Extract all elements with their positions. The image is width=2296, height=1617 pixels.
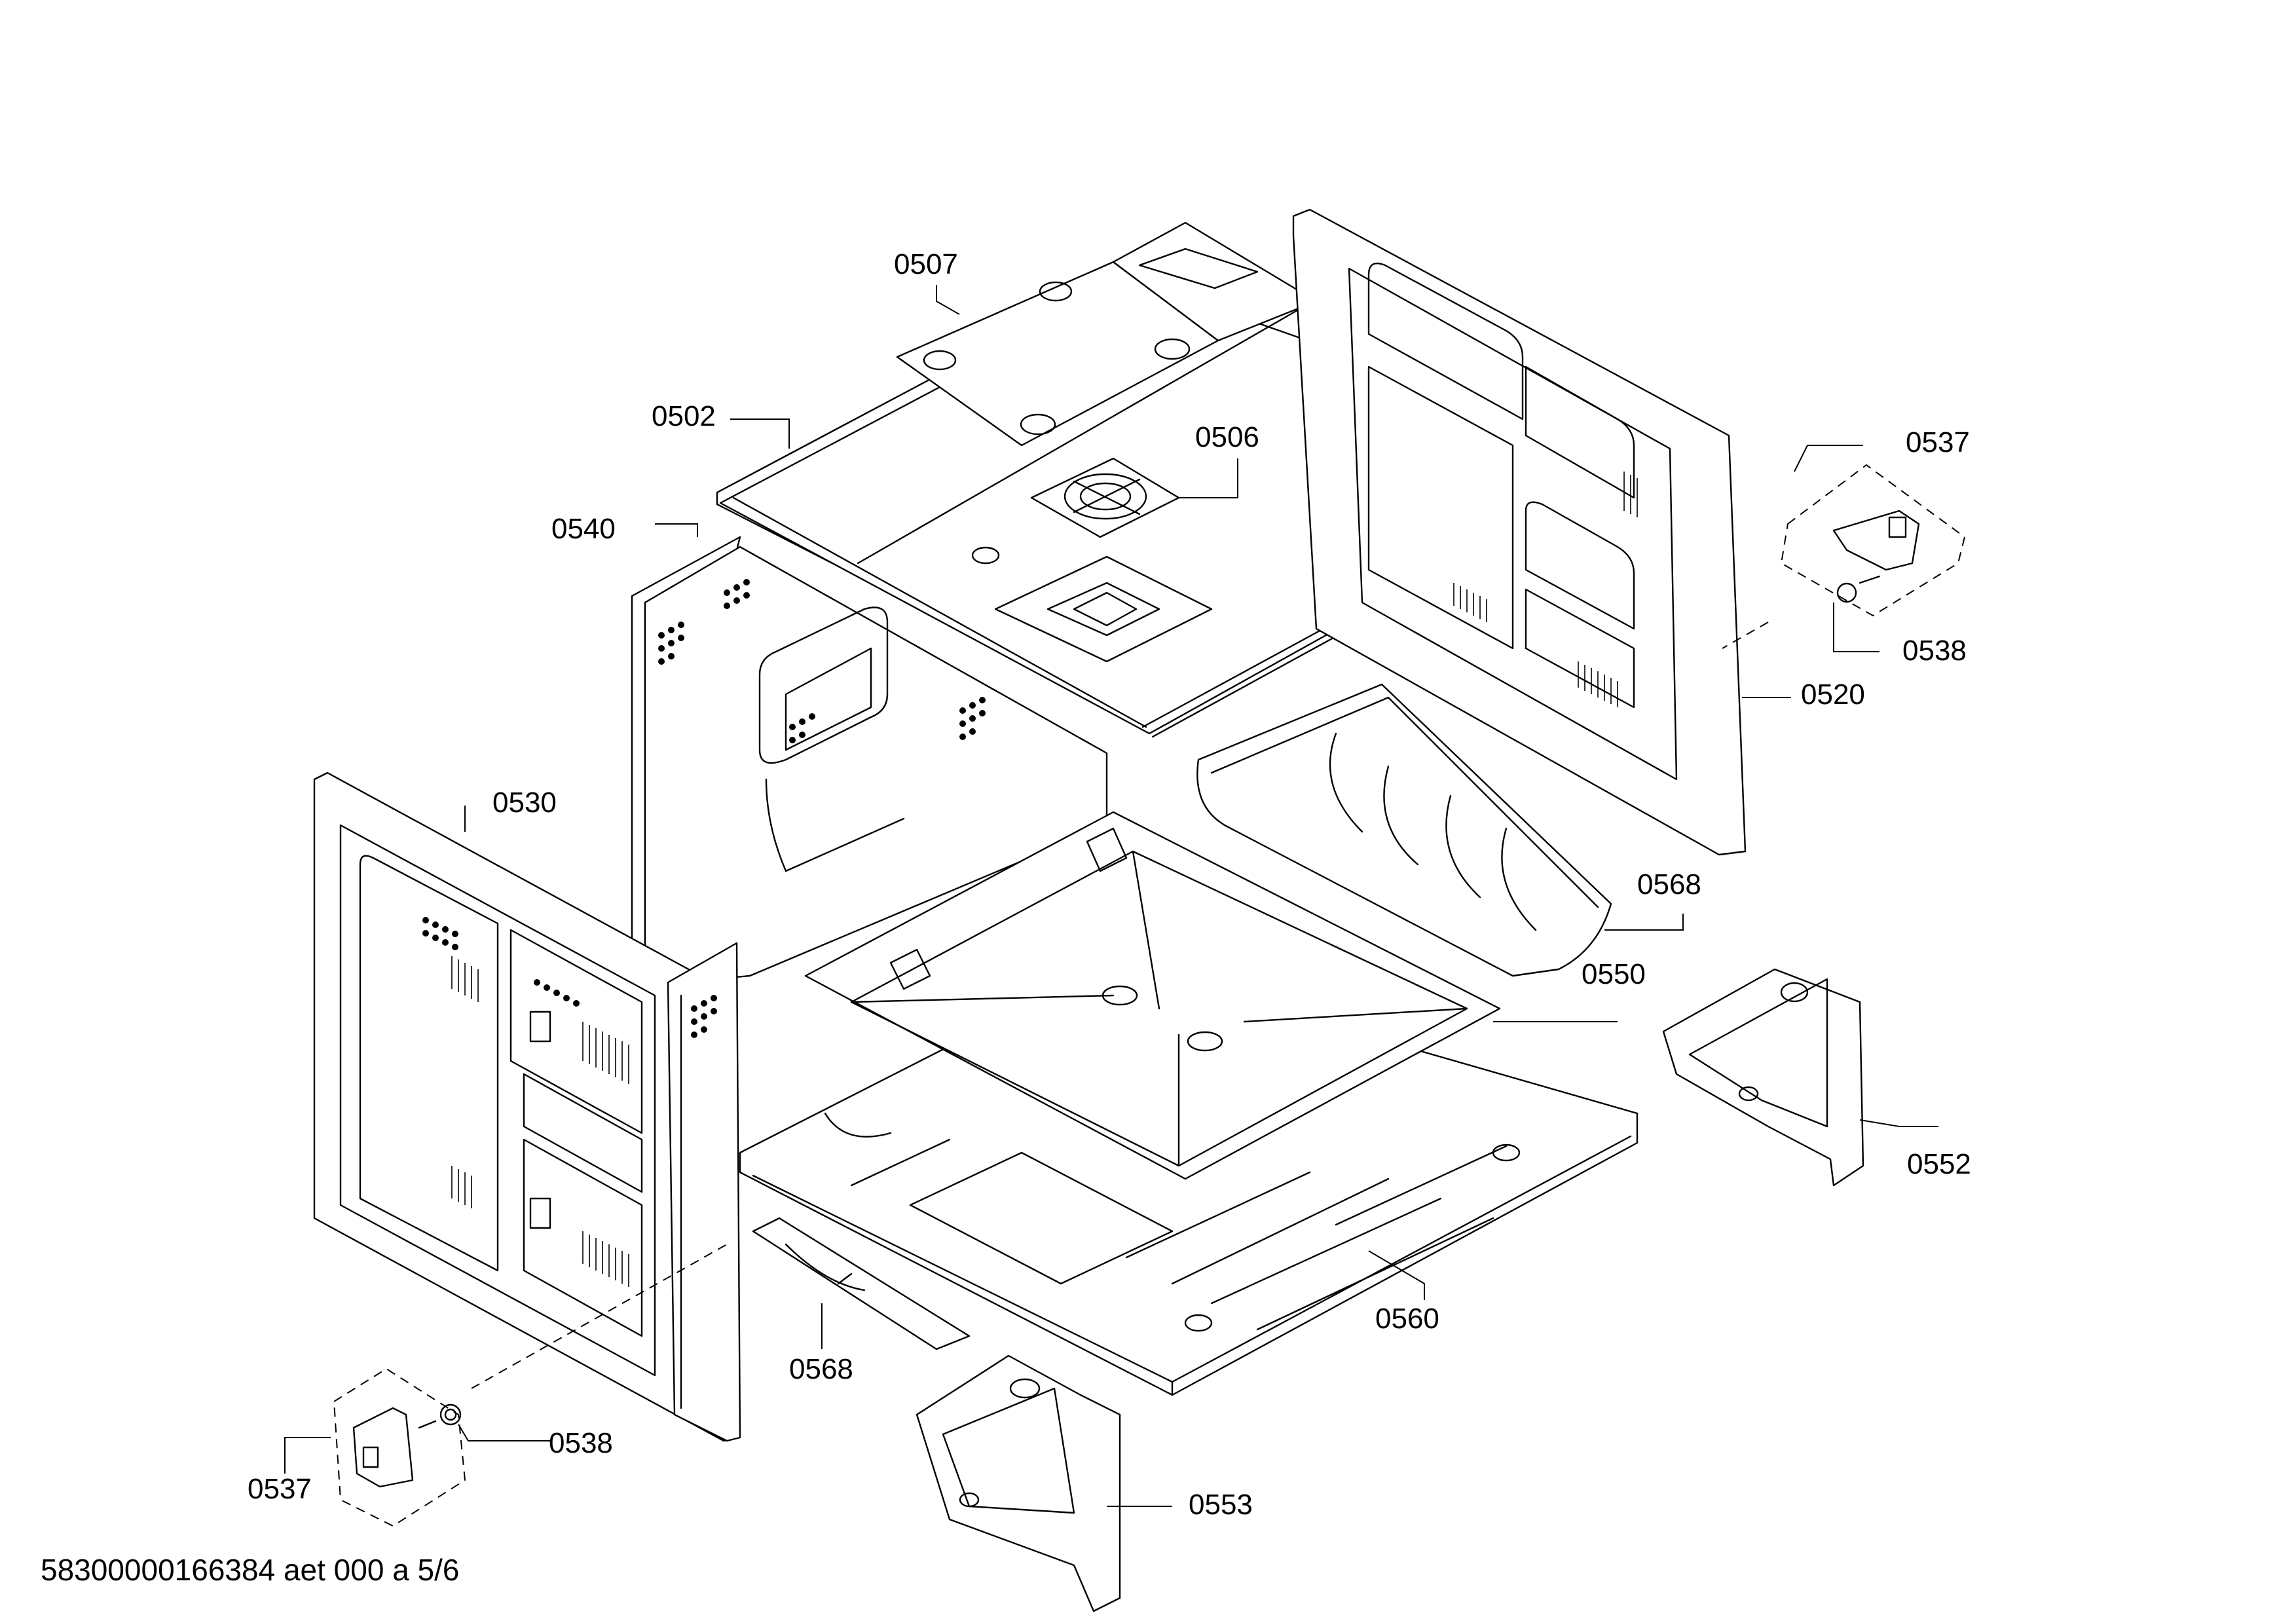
- label-0560: 0560: [1375, 1303, 1439, 1335]
- label-0538-right: 0538: [1902, 635, 1967, 667]
- bottom-heater-0550: [804, 811, 1501, 1180]
- label-0502: 0502: [652, 400, 716, 432]
- label-0553: 0553: [1189, 1489, 1253, 1521]
- label-0537-right: 0537: [1906, 426, 1970, 458]
- label-0537-left: 0537: [248, 1473, 312, 1505]
- leader-lines: [284, 285, 1938, 1507]
- front-panel-0530: [313, 771, 738, 1442]
- label-0568-upper: 0568: [1637, 868, 1701, 901]
- hinge-group-left: [333, 1244, 728, 1527]
- rear-panel-0520: [1292, 208, 1747, 856]
- document-id: 58300000166384 aet 000 a 5/6: [41, 1553, 460, 1587]
- hinge-group-right: [1722, 464, 1966, 649]
- front-flange: [667, 942, 741, 1442]
- label-0540: 0540: [551, 513, 616, 545]
- bracket-0553: [916, 1354, 1121, 1612]
- label-0520: 0520: [1801, 678, 1865, 711]
- vent-holes: [658, 579, 986, 743]
- part-labels: 0507 0502 0506 0540 0537 0538 0520 0530 …: [248, 248, 1971, 1521]
- bracket-0552: [1662, 968, 1864, 1187]
- label-0506: 0506: [1195, 421, 1259, 453]
- upper-shroud-0568: [1196, 683, 1612, 977]
- label-0552: 0552: [1907, 1148, 1971, 1180]
- panel-holes: [422, 917, 580, 1007]
- label-0507: 0507: [894, 248, 958, 280]
- label-0538-left: 0538: [549, 1427, 613, 1459]
- lower-shroud-0568: [752, 1217, 971, 1350]
- label-0530: 0530: [492, 787, 557, 819]
- label-0568-lower: 0568: [789, 1353, 853, 1385]
- label-0550: 0550: [1582, 958, 1646, 990]
